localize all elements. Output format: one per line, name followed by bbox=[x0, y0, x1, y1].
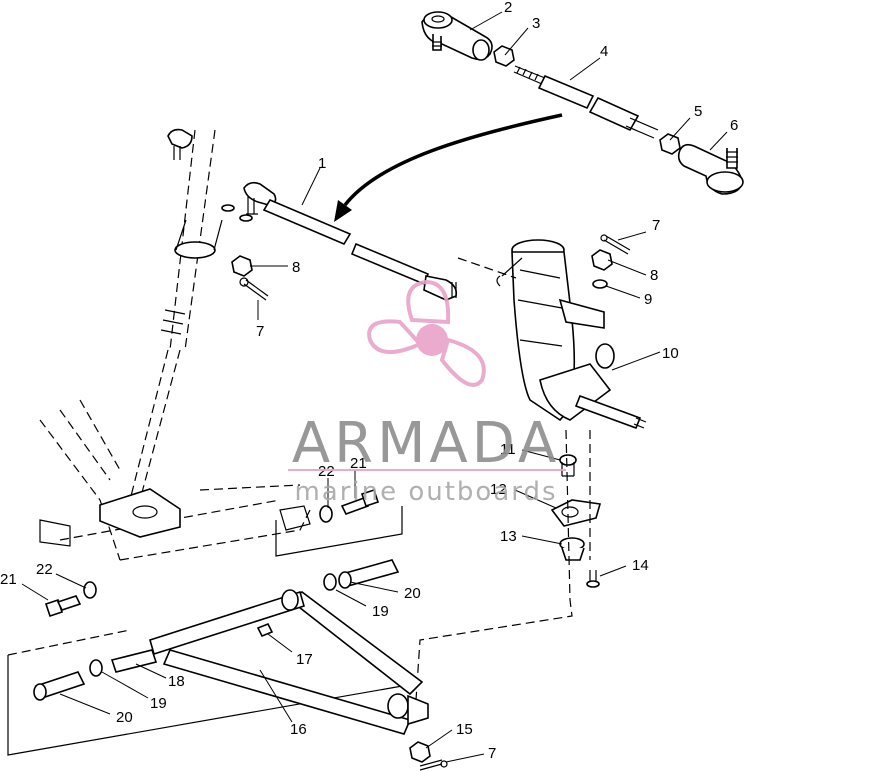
nut-15 bbox=[409, 741, 431, 763]
propeller-logo-icon bbox=[367, 279, 486, 387]
nut-8-right bbox=[591, 249, 613, 271]
watermark-brand: ARMADA bbox=[292, 411, 560, 476]
tie-rod-tube-4 bbox=[537, 74, 659, 139]
jam-nut-3 bbox=[493, 45, 515, 67]
nut-8-left bbox=[231, 255, 253, 277]
callout-11: 11 bbox=[500, 441, 516, 458]
a-arm-16 bbox=[110, 589, 429, 735]
tie-rod-1 bbox=[243, 181, 458, 301]
callout-22-right: 22 bbox=[318, 463, 335, 480]
tie-rod-end-2 bbox=[421, 11, 493, 61]
callout-2: 2 bbox=[504, 0, 512, 16]
callout-7-left: 7 bbox=[256, 323, 264, 340]
callout-21-left: 21 bbox=[0, 571, 17, 588]
callout-20-right: 20 bbox=[404, 585, 421, 602]
spindle-10 bbox=[496, 239, 647, 430]
callout-7-right: 7 bbox=[652, 217, 660, 234]
bolt-21-left bbox=[44, 595, 82, 618]
washer-9 bbox=[592, 279, 608, 289]
frame-dashed bbox=[7, 399, 409, 756]
washer-19-right bbox=[323, 573, 337, 591]
washer-19-left bbox=[89, 659, 103, 677]
callout-15: 15 bbox=[456, 721, 473, 738]
callout-6: 6 bbox=[730, 117, 738, 134]
bushing-20-left bbox=[33, 671, 86, 701]
grease-fitting-17 bbox=[256, 622, 274, 638]
watermark-tagline: marine outboards bbox=[294, 477, 557, 507]
callout-20-left: 20 bbox=[116, 709, 133, 726]
bolt-14 bbox=[586, 570, 600, 588]
assembly-arrow bbox=[334, 113, 563, 222]
callout-10: 10 bbox=[662, 345, 679, 362]
callout-19-right: 19 bbox=[372, 603, 389, 620]
bolt-11 bbox=[559, 454, 577, 477]
tie-rod-end-6 bbox=[677, 143, 744, 195]
spindle-hidden-axis bbox=[415, 429, 573, 701]
washers-small-left bbox=[221, 204, 253, 222]
armada-watermark: ARMADA marine outboards bbox=[288, 279, 566, 507]
ball-joint-13 bbox=[559, 537, 585, 561]
callout-5: 5 bbox=[694, 103, 702, 120]
cotter-pin-7-right bbox=[600, 234, 631, 255]
jam-nut-5 bbox=[659, 133, 681, 155]
bushing-20-right bbox=[338, 559, 400, 589]
callout-4: 4 bbox=[600, 43, 608, 60]
callout-17: 17 bbox=[296, 651, 313, 668]
callout-19-left: 19 bbox=[150, 695, 167, 712]
callout-1: 1 bbox=[318, 155, 326, 172]
callout-8-left: 8 bbox=[292, 259, 300, 276]
tie-rod-hidden bbox=[457, 257, 517, 279]
leader-lines bbox=[21, 11, 728, 763]
callout-22-left: 22 bbox=[36, 561, 53, 578]
washer-22-left bbox=[83, 581, 97, 599]
steering-post bbox=[129, 128, 223, 501]
bolt-21-right bbox=[340, 488, 380, 515]
callout-7-bottom: 7 bbox=[488, 745, 496, 762]
callout-8-right: 8 bbox=[650, 267, 658, 284]
callout-13: 13 bbox=[500, 528, 517, 545]
cotter-pin-7-bottom bbox=[419, 759, 448, 771]
callout-21-right: 21 bbox=[350, 455, 367, 472]
callout-18: 18 bbox=[168, 673, 185, 690]
ball-joint-plate-12 bbox=[550, 499, 602, 527]
cotter-pin-7-left bbox=[239, 277, 269, 301]
callout-14: 14 bbox=[632, 557, 649, 574]
callout-16: 16 bbox=[290, 721, 307, 738]
callout-3: 3 bbox=[532, 15, 540, 32]
callout-9: 9 bbox=[644, 291, 652, 308]
callout-labels: 2 3 4 5 6 1 8 7 7 8 9 10 11 12 13 14 22 … bbox=[0, 0, 738, 762]
callout-12: 12 bbox=[490, 481, 507, 498]
washer-22-right bbox=[319, 505, 333, 523]
threaded-stud bbox=[513, 65, 546, 85]
